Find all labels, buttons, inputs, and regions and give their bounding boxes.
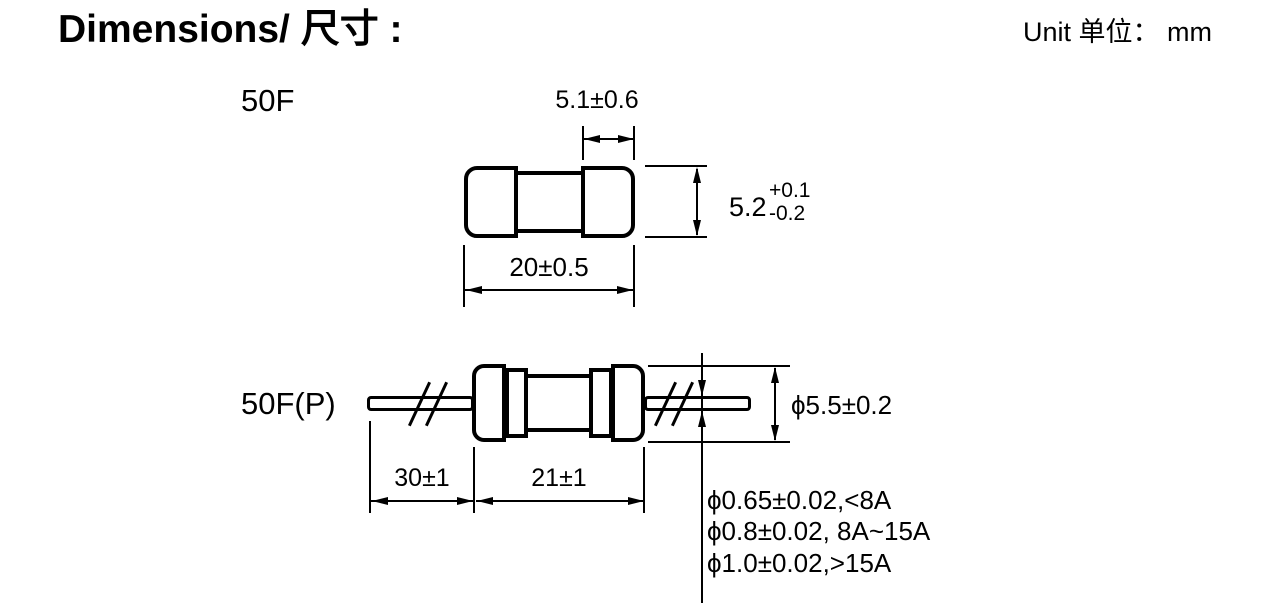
dimension-line bbox=[465, 289, 633, 291]
lead-diameter-note: ϕ0.65±0.02,<8A bbox=[707, 485, 892, 515]
dimension-line bbox=[774, 368, 776, 440]
dimension-line bbox=[371, 500, 474, 502]
dim-fuse2-diameter: ϕ5.5±0.2 bbox=[791, 390, 893, 420]
extension-line bbox=[643, 447, 645, 513]
fuse2-glass-tube bbox=[526, 374, 591, 432]
extension-line bbox=[633, 245, 635, 307]
dim-fuse1-diameter-value: 5.2 bbox=[729, 192, 767, 222]
leader-arrow-down-icon bbox=[698, 380, 706, 396]
dim-fuse2-body-length: 21±1 bbox=[531, 464, 587, 492]
fuse2-lead-right bbox=[644, 396, 751, 411]
fuse1-glass-tube bbox=[516, 171, 582, 233]
dim-arrow-right-icon bbox=[457, 497, 473, 505]
leader-line bbox=[701, 353, 703, 603]
page-title: Dimensions/ 尺寸 : bbox=[58, 8, 403, 51]
dim-arrow-up-icon bbox=[771, 367, 779, 383]
dim-arrow-right-icon bbox=[618, 135, 634, 143]
dim-fuse2-lead-length: 30±1 bbox=[394, 464, 450, 492]
fuse2-ring-right bbox=[589, 368, 613, 438]
leader-arrow-up-icon bbox=[698, 411, 706, 427]
dim-fuse1-cap-width: 5.1±0.6 bbox=[555, 86, 639, 114]
fuse2-ring-left bbox=[505, 368, 528, 438]
extension-line bbox=[473, 447, 475, 513]
extension-line bbox=[633, 126, 635, 160]
extension-line bbox=[645, 165, 707, 167]
dimension-line bbox=[476, 500, 644, 502]
extension-line bbox=[369, 421, 371, 513]
dim-arrow-left-icon bbox=[372, 497, 388, 505]
dim-fuse1-diameter-tol-lower: -0.2 bbox=[769, 202, 806, 225]
fuse2-cap-left bbox=[472, 364, 506, 442]
extension-line bbox=[582, 126, 584, 160]
fuse2-cap-right bbox=[611, 364, 645, 442]
unit-label: Unit 单位： mm bbox=[1023, 17, 1212, 47]
fuse-50fp-label: 50F(P) bbox=[241, 386, 336, 421]
dim-arrow-up-icon bbox=[693, 167, 701, 183]
extension-line bbox=[648, 365, 790, 367]
dim-arrow-down-icon bbox=[693, 220, 701, 236]
dim-fuse1-length: 20±0.5 bbox=[509, 252, 589, 282]
dim-arrow-left-icon bbox=[466, 286, 482, 294]
fuse1-cap-right bbox=[581, 166, 635, 238]
dimension-line bbox=[696, 169, 698, 235]
dim-fuse1-diameter-tol-upper: +0.1 bbox=[769, 179, 811, 202]
extension-line bbox=[648, 441, 790, 443]
extension-line bbox=[463, 245, 465, 307]
extension-line bbox=[645, 236, 707, 238]
fuse-50f-label: 50F bbox=[241, 83, 295, 118]
dimension-line bbox=[584, 138, 634, 140]
lead-diameter-note: ϕ0.8±0.02, 8A~15A bbox=[707, 516, 931, 546]
fuse1-cap-left bbox=[464, 166, 518, 238]
dim-arrow-right-icon bbox=[617, 286, 633, 294]
dim-arrow-down-icon bbox=[771, 425, 779, 441]
dim-arrow-right-icon bbox=[628, 497, 644, 505]
dim-arrow-left-icon bbox=[584, 135, 600, 143]
lead-diameter-note: ϕ1.0±0.02,>15A bbox=[707, 548, 892, 578]
dim-arrow-left-icon bbox=[477, 497, 493, 505]
